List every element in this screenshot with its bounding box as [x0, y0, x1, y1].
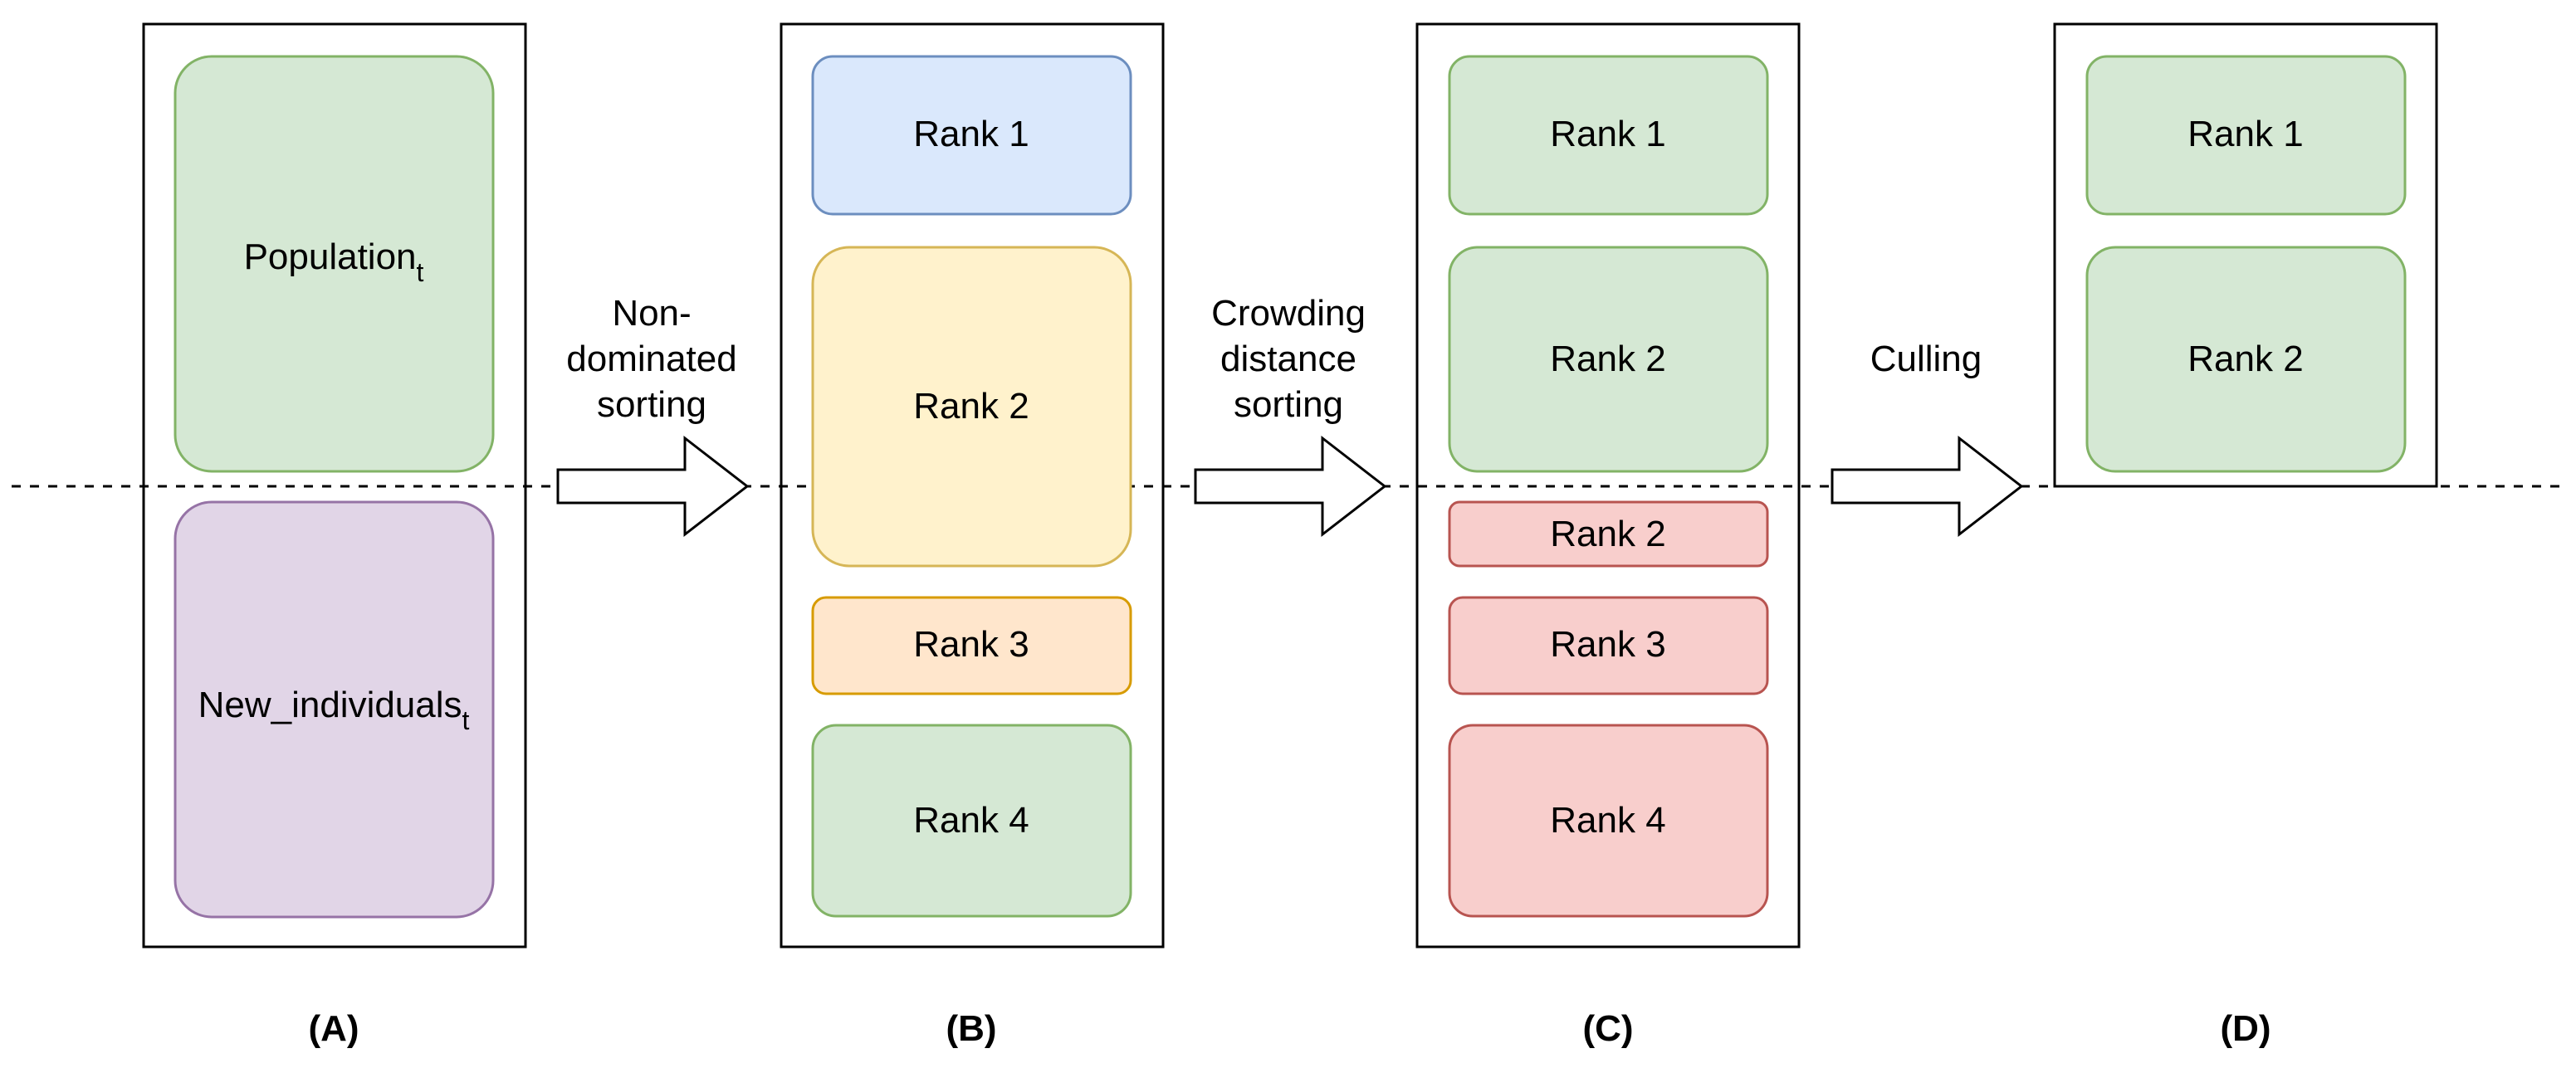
panel-b-rank-2-label: Rank 2: [913, 386, 1029, 427]
panel-c-rank-3-label: Rank 3: [1550, 624, 1665, 665]
panel-c-rank-4-label: Rank 4: [1550, 800, 1665, 841]
panel-b-rank-1-box: [811, 55, 1132, 216]
panel-d-caption: (D): [2220, 1008, 2270, 1049]
arrow-nondominated-sorting: Non- dominated sorting: [556, 293, 750, 538]
panel-b-rank-1-label: Rank 1: [913, 114, 1029, 154]
panel-d-rank-2-box: [2085, 246, 2407, 473]
panel-c: Rank 1 Rank 2 Rank 2 Rank 3 Rank 4: [1415, 22, 1801, 949]
panel-c-rank-2-label: Rank 2: [1550, 339, 1665, 379]
panel-c-rank-2-box: [1448, 246, 1769, 473]
arrow-1-label-line-3: sorting: [597, 384, 706, 425]
panel-b-rank-3-box: [811, 596, 1132, 695]
panel-c-caption: (C): [1582, 1008, 1633, 1049]
right-arrow-icon: [1194, 435, 1387, 538]
panel-d: Rank 1 Rank 2: [2053, 22, 2438, 488]
panel-c-rank-1-box: [1448, 55, 1769, 216]
panel-b-frame: [780, 22, 1165, 949]
panel-b-rank-4-label: Rank 4: [913, 800, 1029, 841]
arrow-crowding-distance-sorting: Crowding distance sorting: [1194, 293, 1387, 538]
arrow-2-label-line-2: distance: [1220, 339, 1356, 379]
panel-c-rank-3-box: [1448, 596, 1769, 695]
population-box-label: Populationt: [244, 237, 424, 287]
panel-d-rank-1-label: Rank 1: [2187, 114, 2303, 154]
new-individuals-box: [174, 500, 495, 919]
panel-c-rank-4-box: [1448, 724, 1769, 918]
panel-c-rank-2-culled-box: [1448, 500, 1769, 568]
panel-b-rank-4-box: [811, 724, 1132, 918]
population-box: [174, 55, 495, 473]
panel-b-rank-3-label: Rank 3: [913, 624, 1029, 665]
right-arrow-icon: [1831, 435, 2024, 538]
arrow-3-label: Culling: [1870, 339, 1982, 379]
arrow-1-label-line-1: Non-: [612, 293, 691, 334]
new-individuals-box-label: New_individualst: [198, 685, 470, 735]
panel-c-rank-2-culled-label: Rank 2: [1550, 514, 1665, 554]
arrow-culling: Culling: [1831, 339, 2024, 538]
panel-c-frame: [1415, 22, 1801, 949]
panel-b-rank-2-box: [811, 246, 1132, 568]
arrow-1-label-line-2: dominated: [566, 339, 736, 379]
panel-a-caption: (A): [308, 1008, 359, 1049]
panel-d-rank-2-label: Rank 2: [2187, 339, 2303, 379]
panel-a: Populationt New_individualst: [142, 22, 527, 949]
panel-b: Rank 1 Rank 2 Rank 3 Rank 4: [780, 22, 1165, 949]
arrow-2-label-line-1: Crowding: [1211, 293, 1366, 334]
panel-c-rank-1-label: Rank 1: [1550, 114, 1665, 154]
panel-a-frame: [142, 22, 527, 949]
panel-d-rank-1-box: [2085, 55, 2407, 216]
arrow-2-label-line-3: sorting: [1234, 384, 1343, 425]
right-arrow-icon: [556, 435, 750, 538]
panel-b-caption: (B): [946, 1008, 996, 1049]
